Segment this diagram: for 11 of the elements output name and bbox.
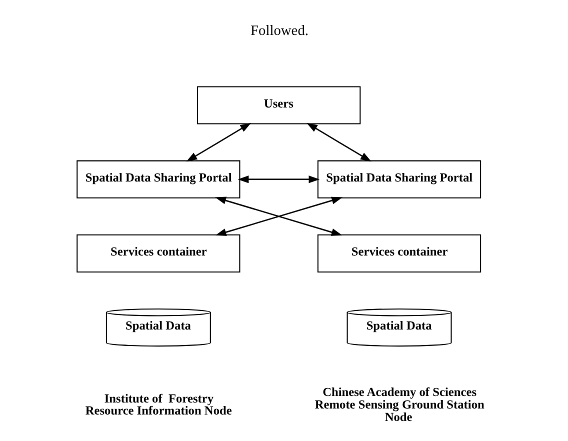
label: Followed. bbox=[250, 22, 308, 39]
node-box: Spatial Data Sharing Portal bbox=[316, 160, 481, 198]
arrow bbox=[306, 122, 371, 162]
node-label: Chinese Academy of Sciences Remote Sensing Ground Station Node bbox=[314, 385, 484, 424]
node-label: Institute of Forestry Resource Information Node bbox=[84, 391, 232, 418]
arrow bbox=[186, 122, 251, 162]
arrow bbox=[237, 176, 320, 184]
node-box: Users bbox=[196, 86, 360, 124]
node-box: Services container bbox=[76, 234, 240, 272]
node-box: Services container bbox=[316, 234, 481, 272]
node-box: Spatial Data Sharing Portal bbox=[76, 160, 240, 198]
